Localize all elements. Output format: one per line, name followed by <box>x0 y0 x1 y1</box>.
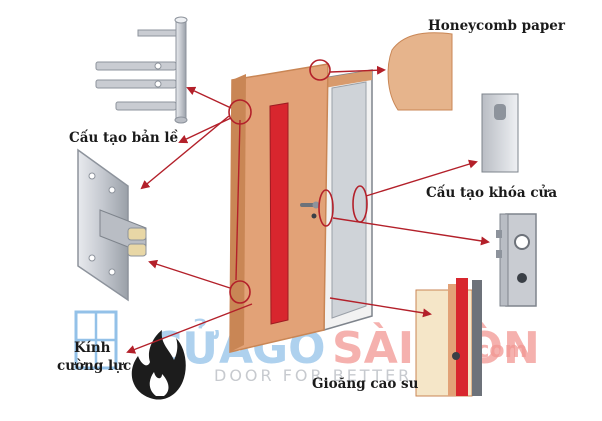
arrow-to-hinge-label <box>178 117 232 144</box>
door-keyhole <box>311 213 317 219</box>
label-glass-line2: cường lực <box>57 358 131 374</box>
callout-circle-lock-edge <box>318 189 334 227</box>
door-frame <box>323 69 373 331</box>
arrow-to-hinge <box>186 86 232 109</box>
arrow-to-honeycomb <box>329 65 386 75</box>
lock-body-image <box>481 93 537 307</box>
door-handle-rose <box>312 201 320 209</box>
plate-hinge-image <box>77 148 147 302</box>
honeycomb-paper-image <box>387 32 453 111</box>
arrow-to-glass <box>235 119 241 281</box>
hinge-image <box>95 16 188 124</box>
callout-circles <box>228 59 368 304</box>
arrow-to-lock-body <box>332 217 490 246</box>
callout-circle-bottom-hinge <box>229 280 251 304</box>
callout-circle-honeycomb <box>309 59 331 81</box>
watermark-tagline: DOOR FOR BETTER LIFE <box>214 366 465 385</box>
label-lock-structure: Cấu tạo khóa cửa <box>426 185 557 201</box>
arrow-to-gasket <box>329 297 432 318</box>
arrow-to-plate-hinge-bottom <box>148 259 231 289</box>
door-leaf <box>229 63 329 353</box>
label-rubber-gasket: Gioăng cao su <box>312 376 419 392</box>
label-honeycomb-paper: Honeycomb paper <box>428 18 566 34</box>
arrow-to-lock-strike <box>365 159 478 197</box>
callout-arrows <box>126 65 490 354</box>
label-hinge-structure: Cấu tạo bản lề <box>69 130 179 146</box>
flame-logo <box>131 330 186 400</box>
arrow-to-plate-hinge <box>140 115 230 190</box>
arrow-glass-to-label <box>126 303 253 354</box>
gasket-image <box>415 278 482 397</box>
label-glass-line1: Kính <box>74 340 111 356</box>
